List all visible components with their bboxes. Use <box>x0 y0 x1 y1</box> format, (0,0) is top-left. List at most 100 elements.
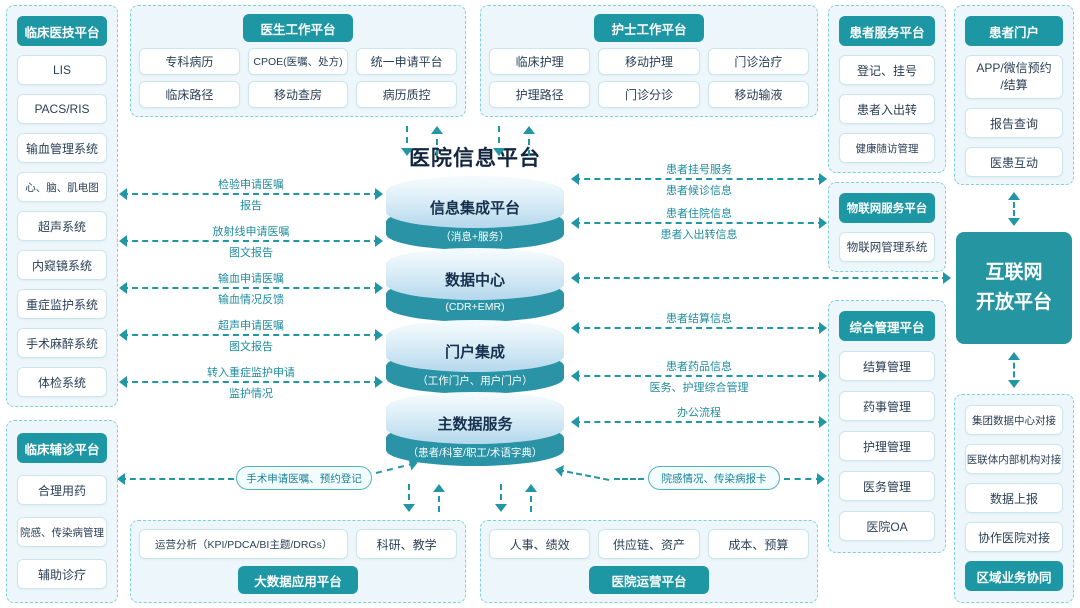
panel-header-bigdata: 大数据应用平台 <box>238 566 358 594</box>
layer-title: 数据中心 <box>444 272 505 289</box>
panel-header-clinical-assist: 临床辅诊平台 <box>17 433 107 463</box>
panel-header-patient-service: 患者服务平台 <box>839 16 935 46</box>
arrow-nurse-up <box>523 126 535 156</box>
arrow-label-bottom: 报告 <box>240 200 262 212</box>
box-cpoe: CPOE(医嘱、处方) <box>247 48 349 75</box>
panel-header-nurse: 护士工作平台 <box>594 14 704 42</box>
arrow-lab-order <box>119 188 383 200</box>
arrow-inpatient-info <box>571 217 827 229</box>
arrow-label-bottom: 监护情况 <box>229 388 273 400</box>
panel-admin: 综合管理平台 结算管理 药事管理 护理管理 医务管理 医院OA <box>828 300 946 553</box>
panel-header-operation: 医院运营平台 <box>589 566 709 594</box>
box-iot-mgmt: 物联网管理系统 <box>839 232 935 262</box>
doctor-items-grid: 专科病历 CPOE(医嘱、处方) 统一申请平台 临床路径 移动查房 病历质控 <box>139 48 457 108</box>
cylinder-layer-datacenter: 数据中心 (CDR+EMR) <box>386 248 564 324</box>
panel-header-iot: 物联网服务平台 <box>839 193 935 223</box>
layer-subtitle: （患者/科室/职工/术语字典） <box>407 447 543 459</box>
arrow-label-top: 办公流程 <box>677 407 721 419</box>
panel-doctor-platform: 医生工作平台 专科病历 CPOE(医嘱、处方) 统一申请平台 临床路径 移动查房… <box>130 5 466 117</box>
arrow-doctor-down <box>401 126 413 156</box>
arrow-label-bottom: 患者入出转信息 <box>660 229 738 241</box>
box-clinical-pathway: 临床路径 <box>139 81 240 108</box>
arrow-nurse-down <box>493 126 505 156</box>
box-report-query: 报告查询 <box>965 108 1063 138</box>
panel-bigdata: 运营分析（KPI/PDCA/BI主题/DRGs） 科研、教学 大数据应用平台 <box>130 520 466 603</box>
arrow-label-top: 超声申请医嘱 <box>218 320 284 332</box>
panel-header-patient-portal: 患者门户 <box>965 16 1063 46</box>
operation-items-row: 人事、绩效 供应链、资产 成本、预算 <box>489 529 809 559</box>
box-clinical-nursing: 临床护理 <box>489 48 591 75</box>
arrow-internet-link <box>571 272 951 284</box>
arrow-bigdata-up <box>433 484 445 512</box>
panel-region-collaboration: 集团数据中心对接 医联体内部机构对接 数据上报 协作医院对接 区域业务协同 <box>954 394 1074 603</box>
arrow-label-top: 放射线申请医嘱 <box>212 226 290 238</box>
box-app-wechat: APP/微信预约 /结算 <box>965 55 1063 99</box>
arrow-label-top: 检验申请医嘱 <box>218 179 284 191</box>
box-specialty-emr: 专科病历 <box>139 48 240 75</box>
panel-patient-service: 患者服务平台 登记、挂号 患者入出转 健康随访管理 <box>828 5 946 173</box>
arrow-infection-mid <box>614 478 644 480</box>
arrow-label-top: 转入重症监护申请 <box>207 367 295 379</box>
cylinder-layer-masterdata: 主数据服务 （患者/科室/职工/术语字典） <box>386 392 564 468</box>
arrow-infection-right <box>784 473 825 485</box>
box-nursing-pathway: 护理路径 <box>489 81 591 108</box>
arrow-label-top: 患者药品信息 <box>666 361 732 373</box>
box-assist-diagnosis: 辅助诊疗 <box>17 559 107 589</box>
box-outpatient-triage: 门诊分诊 <box>598 81 700 108</box>
arrow-radiology-order <box>119 235 383 247</box>
box-health-followup: 健康随访管理 <box>839 133 935 163</box>
layer-title: 信息集成平台 <box>429 200 520 217</box>
panel-patient-portal: 患者门户 APP/微信预约 /结算 报告查询 医患互动 <box>954 5 1074 185</box>
cylinder-dome <box>386 320 564 372</box>
arrow-label-bottom: 患者候诊信息 <box>666 185 732 197</box>
box-medical-affairs-mgmt: 医务管理 <box>839 471 935 501</box>
box-patient-adt: 患者入出转 <box>839 94 935 124</box>
region-business-collab-badge: 区域业务协同 <box>965 561 1063 591</box>
arrow-drug-info <box>571 370 827 382</box>
box-registration: 登记、挂号 <box>839 55 935 85</box>
layer-subtitle: (CDR+EMR) <box>445 301 505 313</box>
box-ecg-eeg-emg: 心、脑、肌电图 <box>17 172 107 202</box>
layer-title: 主数据服务 <box>437 416 513 433</box>
box-lis: LIS <box>17 55 107 85</box>
box-partner-hospitals: 协作医院对接 <box>965 522 1063 552</box>
panel-header-clinical-tech: 临床医技平台 <box>17 16 107 46</box>
arrow-internet-region <box>1008 352 1020 388</box>
box-doctor-patient-interaction: 医患互动 <box>965 147 1063 177</box>
arrow-label-bottom: 图文报告 <box>229 341 273 353</box>
arrow-registration-service <box>571 173 827 185</box>
bigdata-items-row: 运营分析（KPI/PDCA/BI主题/DRGs） 科研、教学 <box>139 529 457 559</box>
box-mobile-infusion: 移动输液 <box>707 81 809 108</box>
arrow-settlement-info <box>571 322 827 334</box>
arrow-label-top: 患者住院信息 <box>666 208 732 220</box>
panel-clinical-tech: 临床医技平台 LIS PACS/RIS 输血管理系统 心、脑、肌电图 超声系统 … <box>6 5 118 407</box>
arrow-label-top: 输血申请医嘱 <box>218 273 284 285</box>
arrow-office-flow <box>571 416 827 428</box>
box-nursing-mgmt: 护理管理 <box>839 431 935 461</box>
arrow-label-top: 患者结算信息 <box>666 313 732 325</box>
cylinder-dome <box>386 392 564 444</box>
box-endoscope: 内窥镜系统 <box>17 250 107 280</box>
layer-subtitle: （工作门户、用户门户） <box>417 375 533 387</box>
arrow-label-top: 患者挂号服务 <box>666 164 732 176</box>
arrow-icu-transfer <box>119 376 383 388</box>
box-icu: 重症监护系统 <box>17 289 107 319</box>
box-pacs-ris: PACS/RIS <box>17 94 107 124</box>
arrow-portal-internet <box>1008 192 1020 226</box>
arrow-label-bottom: 输血情况反馈 <box>218 294 284 306</box>
box-outpatient-treatment: 门诊治疗 <box>707 48 809 75</box>
box-mobile-nursing: 移动护理 <box>598 48 700 75</box>
cylinder-layer-integration: 信息集成平台 （消息+服务） <box>386 176 564 252</box>
box-group-datacenter: 集团数据中心对接 <box>965 405 1063 435</box>
box-unified-request: 统一申请平台 <box>356 48 457 75</box>
box-pharmacy-mgmt: 药事管理 <box>839 391 935 421</box>
arrow-doctor-up <box>431 126 443 156</box>
cylinder-dome <box>386 248 564 300</box>
cylinder-title: 医院信息平台 <box>409 147 541 170</box>
panel-header-doctor: 医生工作平台 <box>243 14 353 42</box>
box-cost-budget: 成本、预算 <box>707 529 809 559</box>
panel-nurse-platform: 护士工作平台 临床护理 移动护理 门诊治疗 护理路径 门诊分诊 移动输液 <box>480 5 818 117</box>
box-operation-analysis: 运营分析（KPI/PDCA/BI主题/DRGs） <box>139 529 349 559</box>
box-ultrasound: 超声系统 <box>17 211 107 241</box>
arrow-ultrasound-order <box>119 329 383 341</box>
